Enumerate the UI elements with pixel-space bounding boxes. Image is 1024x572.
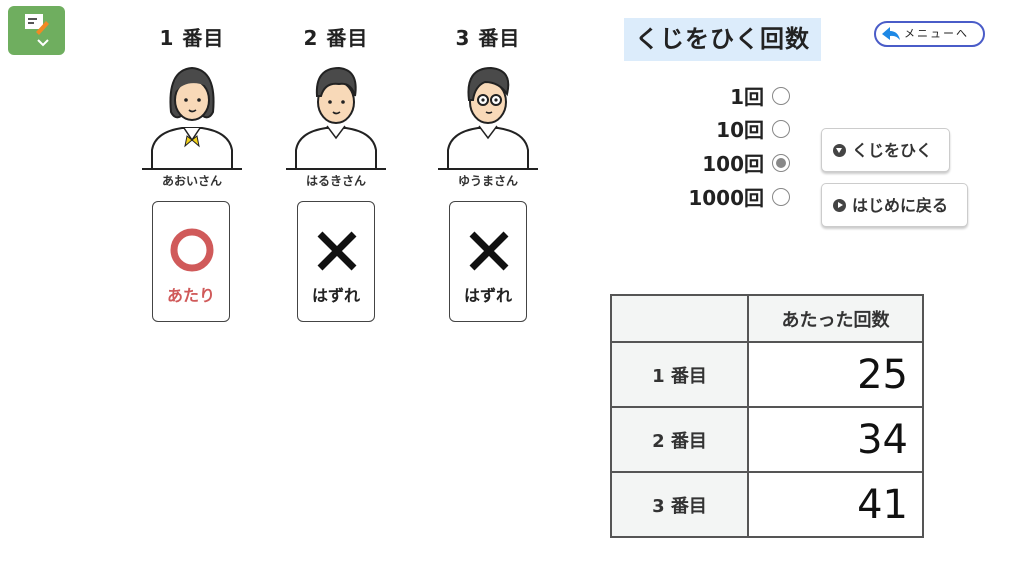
back-arrow-icon: [882, 27, 900, 40]
result-label-3: はずれ: [463, 286, 512, 305]
hit-count-table: あたった回数 1 番目 25 2 番目 34 3 番目 41: [610, 294, 924, 538]
result-card-3: はずれ: [449, 201, 527, 322]
row-value: 41: [747, 471, 924, 538]
chevron-down-icon: [37, 39, 49, 47]
column-title-3: 3 番目: [455, 26, 521, 50]
cross-mark-icon: [317, 231, 357, 271]
option-label: 1回: [730, 85, 764, 109]
table-header-hits: あたった回数: [747, 294, 924, 343]
person-avatar-yuma: [433, 60, 543, 170]
option-100[interactable]: 100回: [660, 151, 800, 177]
menu-button-label: メニューへ: [904, 27, 969, 40]
radio-button-selected[interactable]: [772, 154, 790, 172]
option-1000[interactable]: 1000回: [660, 185, 800, 211]
row-value: 34: [747, 406, 924, 473]
result-card-1: あたり: [152, 201, 230, 322]
person-avatar-aoi: [137, 60, 247, 170]
result-card-2: はずれ: [297, 201, 375, 322]
result-label-2: はずれ: [311, 286, 360, 305]
option-10[interactable]: 10回: [660, 117, 800, 143]
radio-button[interactable]: [772, 87, 790, 105]
option-label: 1000回: [688, 186, 764, 210]
draw-button[interactable]: くじをひく: [821, 128, 950, 172]
reset-button-label: はじめに戻る: [852, 196, 949, 215]
option-label: 100回: [702, 152, 764, 176]
column-title-1: 1 番目: [159, 26, 225, 50]
play-icon: [833, 199, 846, 212]
radio-button[interactable]: [772, 120, 790, 138]
person-name-2: はるきさん: [305, 174, 366, 188]
memo-button[interactable]: [8, 6, 65, 55]
table-row: 2 番目 34: [610, 406, 924, 473]
table-row: 1 番目 25: [610, 341, 924, 408]
radio-button[interactable]: [772, 188, 790, 206]
option-1[interactable]: 1回: [660, 84, 800, 110]
column-title-2: 2 番目: [303, 26, 369, 50]
row-label: 1 番目: [610, 341, 749, 408]
person-name-3: ゆうまさん: [457, 174, 518, 188]
draw-count-title: くじをひく回数: [624, 18, 821, 61]
draw-button-label: くじをひく: [852, 141, 933, 160]
person-avatar-haruki: [281, 60, 391, 170]
table-corner: [610, 294, 749, 343]
row-label: 2 番目: [610, 406, 749, 473]
result-label-1: あたり: [166, 286, 215, 305]
table-header-row: あたった回数: [610, 294, 924, 343]
memo-icon: [25, 14, 49, 47]
play-down-icon: [833, 144, 846, 157]
menu-button[interactable]: メニューへ: [874, 21, 985, 47]
circle-mark-icon: [170, 228, 214, 272]
row-label: 3 番目: [610, 471, 749, 538]
cross-mark-icon: [469, 231, 509, 271]
row-value: 25: [747, 341, 924, 408]
table-row: 3 番目 41: [610, 471, 924, 538]
option-label: 10回: [716, 118, 764, 142]
person-name-1: あおいさん: [161, 174, 222, 188]
reset-button[interactable]: はじめに戻る: [821, 183, 968, 227]
